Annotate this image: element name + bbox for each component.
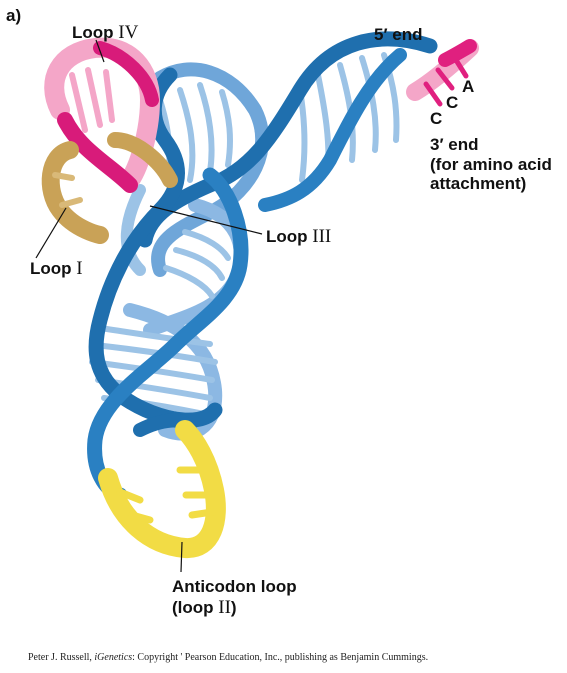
label-three-end-line2: (for amino acid xyxy=(430,154,552,174)
label-loop-iv-prefix: Loop xyxy=(72,23,119,42)
label-loop-iii-prefix: Loop xyxy=(266,227,313,246)
loop-i xyxy=(41,132,178,244)
label-anticodon-line1: Anticodon loop xyxy=(172,577,297,596)
label-three-end-line1: 3′ end xyxy=(430,135,479,154)
acceptor-end xyxy=(406,39,479,107)
credit-line: Peter J. Russell, iGenetics: Copyright '… xyxy=(28,652,429,663)
label-base-a: A xyxy=(462,77,475,96)
backbone-dark xyxy=(87,31,438,503)
label-loop-i-prefix: Loop xyxy=(30,259,77,278)
label-loop-i: Loop I xyxy=(30,258,83,280)
label-loop-i-numeral: I xyxy=(76,258,83,279)
label-loop-iv: Loop IV xyxy=(72,22,138,44)
label-loop-iii: Loop III xyxy=(266,226,331,248)
label-base-c1: C xyxy=(446,93,459,112)
leader-lines xyxy=(35,39,263,573)
panel-label: a) xyxy=(6,6,22,25)
label-loop-iii-numeral: III xyxy=(312,226,332,247)
label-three-end-line3: attachment) xyxy=(430,174,527,194)
anticodon-loop xyxy=(98,420,226,558)
label-three-end: 3′ end (for amino acid attachment) xyxy=(430,135,552,194)
label-five-end: 5′ end xyxy=(374,25,423,44)
label-anticodon-line2: (loop II) xyxy=(172,596,237,618)
loop-iv xyxy=(44,37,161,193)
label-anticodon-loop: Anticodon loop (loop II) xyxy=(172,577,297,618)
label-base-c2: C xyxy=(430,109,443,128)
label-loop-iv-numeral: IV xyxy=(118,22,139,43)
